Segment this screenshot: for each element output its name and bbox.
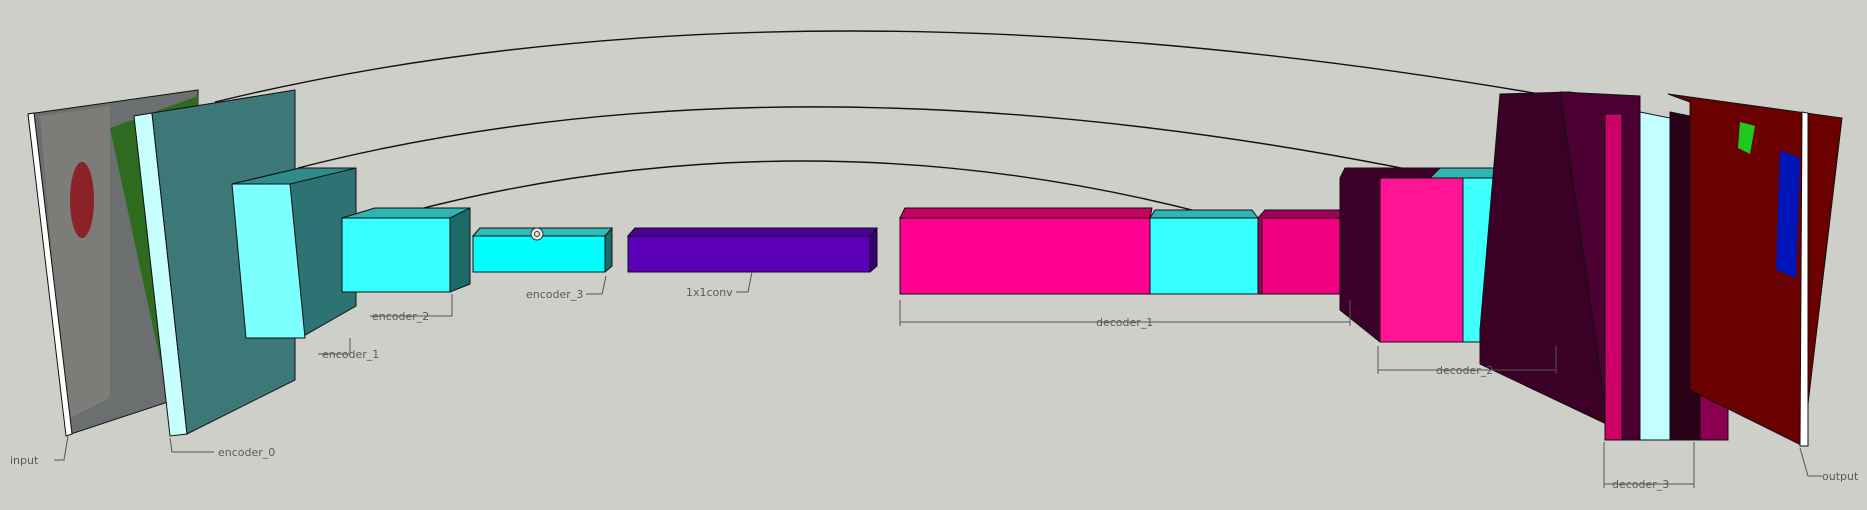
label-decoder-3: decoder_3	[1612, 478, 1669, 491]
label-decoder-1: decoder_1	[1096, 316, 1153, 329]
decoder-1-layer	[900, 208, 1355, 294]
conv-1x1-layer	[628, 228, 877, 272]
encoder-3-layer	[473, 228, 612, 272]
skip-arc-outer	[215, 31, 1585, 102]
skip-arc-inner	[408, 161, 1200, 212]
label-encoder-1: encoder_1	[322, 348, 379, 361]
label-conv-1x1: 1x1conv	[686, 286, 733, 299]
orbit-cursor-icon	[531, 228, 543, 240]
encoder-1-layer	[232, 168, 356, 338]
label-encoder-0: encoder_0	[218, 446, 275, 459]
label-decoder-2: decoder_2	[1436, 364, 1493, 377]
label-encoder-2: encoder_2	[372, 310, 429, 323]
label-input: input	[10, 454, 39, 467]
skip-arc-middle	[298, 107, 1460, 180]
label-output: output	[1822, 470, 1859, 483]
label-encoder-3: encoder_3	[526, 288, 583, 301]
encoder-2-layer	[342, 208, 470, 292]
